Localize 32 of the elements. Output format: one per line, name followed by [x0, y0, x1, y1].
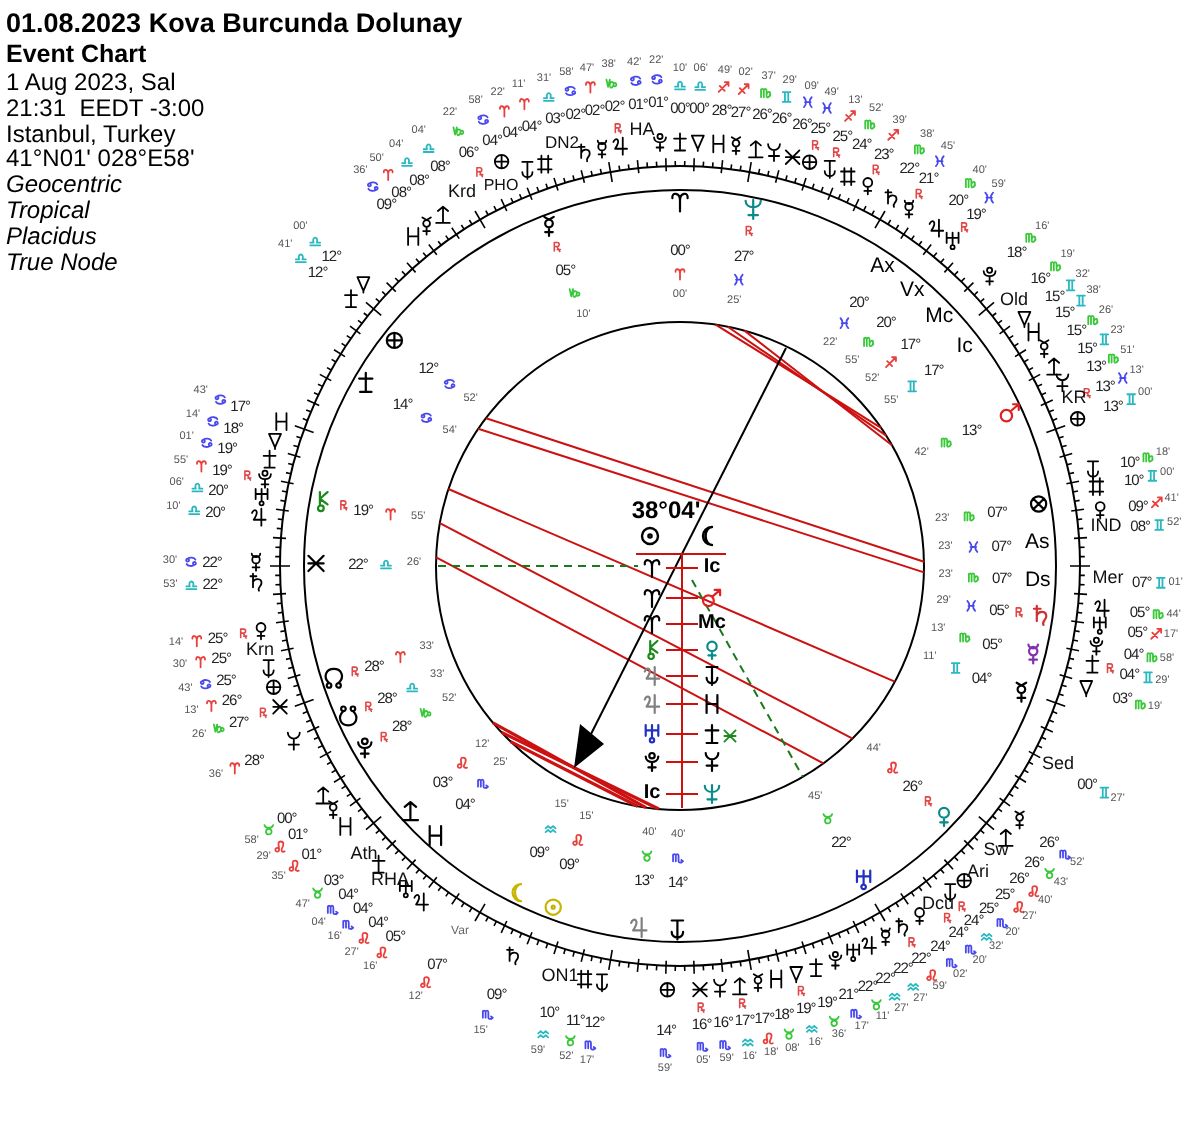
chart-setting: Placidus: [6, 224, 97, 248]
point-label: Old: [1000, 291, 1028, 309]
point-label: IND: [1090, 517, 1122, 535]
point-label: KR: [1061, 389, 1087, 407]
point-label: DN2: [545, 133, 579, 151]
point-label: Mer: [1092, 569, 1124, 587]
point-label: Krd: [448, 183, 476, 201]
point-label: Dcu: [922, 895, 954, 913]
angle-label: Vx: [900, 279, 925, 301]
event-time: 21:31 EEDT -3:00: [6, 95, 205, 119]
chart-setting: Geocentric: [6, 172, 123, 196]
chart-setting: True Node: [6, 250, 118, 274]
point-label: Sed: [1042, 755, 1074, 773]
point-label: Krn: [246, 641, 274, 659]
angle-label: Ax: [870, 256, 895, 278]
point-label: RHA: [371, 871, 409, 889]
coordinates: 41°N01' 028°E58': [6, 146, 195, 170]
event-date: 1 Aug 2023, Sal: [6, 69, 176, 93]
point-label: ON1: [541, 967, 579, 985]
point-label: Ath: [350, 845, 378, 863]
chart-type: Event Chart: [6, 42, 147, 67]
point-label: Sw: [983, 841, 1009, 859]
point-label: Ari: [967, 863, 989, 881]
chart-title: 01.08.2023 Kova Burcunda Dolunay: [6, 10, 463, 37]
angle-label: Mc: [925, 305, 954, 327]
point-label: HA: [629, 121, 655, 139]
angle-label: Ds: [1024, 569, 1051, 591]
chart-setting: Tropical: [6, 198, 90, 222]
angle-label: Ic: [956, 335, 973, 357]
point-label: PHO: [483, 178, 519, 194]
event-place: Istanbul, Turkey: [6, 121, 176, 145]
angle-label: As: [1024, 532, 1050, 554]
